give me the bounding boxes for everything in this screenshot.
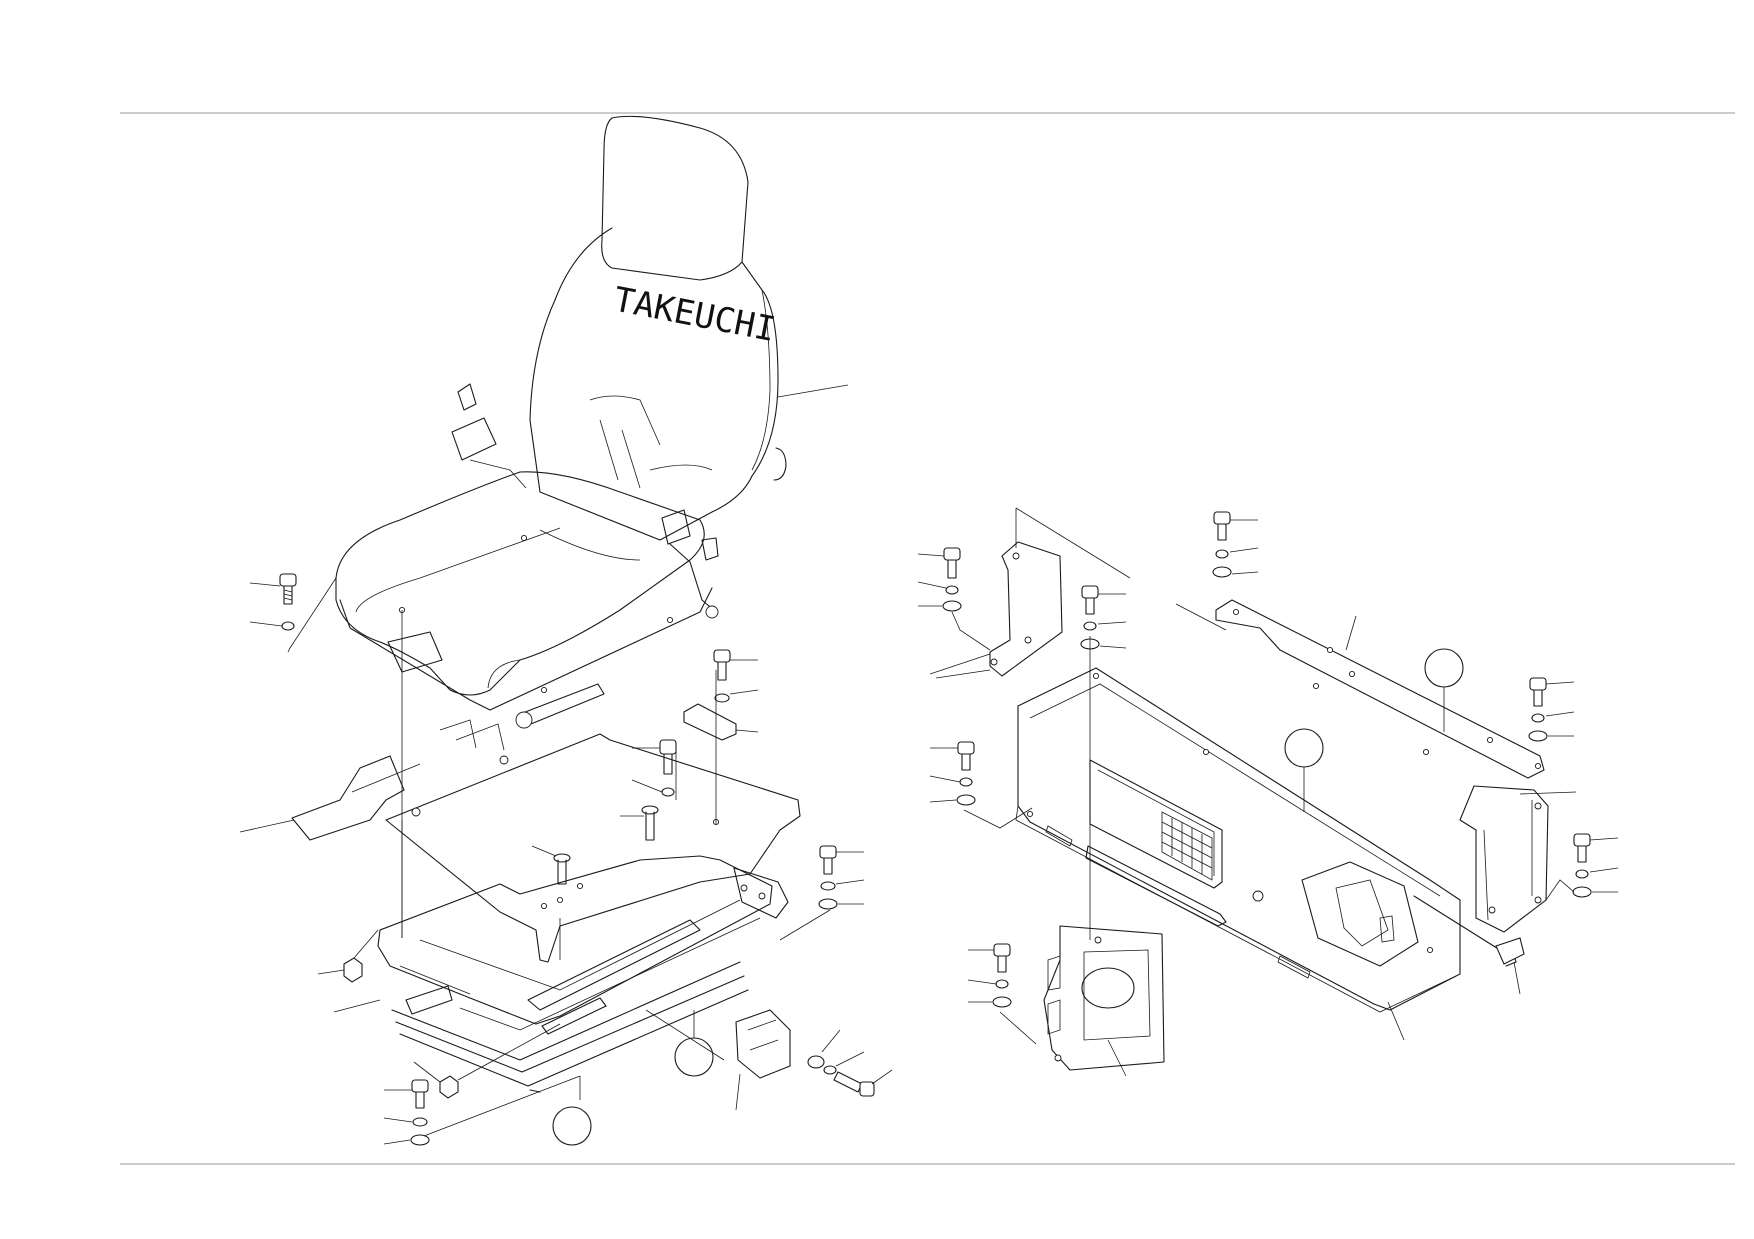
- bolt-icon: [411, 1079, 429, 1109]
- screw-icon: [553, 853, 571, 885]
- bolt-icon: [833, 1071, 875, 1097]
- washer-icon: [945, 585, 959, 595]
- stand-top-plate: [1215, 599, 1545, 779]
- backrest-side-bolster: [751, 289, 771, 471]
- cushion-base: [339, 587, 713, 711]
- seat-stand-box: [1017, 667, 1461, 1011]
- slide-rails: [405, 919, 701, 1035]
- washer-icon: [959, 777, 973, 787]
- bolt-icon: [1213, 511, 1231, 541]
- bolt-icon: [943, 547, 961, 579]
- washer-icon: [1528, 730, 1548, 742]
- box-round-hole: [1252, 890, 1264, 902]
- stand-left-bracket: [989, 541, 1063, 677]
- nut-icon: [439, 1075, 459, 1099]
- bolt-icon: [819, 845, 837, 875]
- screw-icon: [641, 805, 659, 841]
- seat-cushion: [335, 471, 705, 696]
- washer-icon: [1572, 886, 1592, 898]
- washer-icon: [820, 881, 836, 891]
- vent-panel-inner: [1097, 769, 1215, 876]
- seat-belt-buckle-left: [451, 383, 527, 489]
- box-bottom-flange: [1015, 805, 1457, 1013]
- bolt-icon: [957, 741, 975, 771]
- bolt-icon: [279, 573, 297, 605]
- operator-seat-assembly: TAKEUCHI: [239, 115, 893, 1146]
- washer-icon: [956, 794, 976, 806]
- washer-icon: [992, 996, 1012, 1008]
- nut-icon: [343, 957, 363, 983]
- stand-hardware: [917, 511, 1619, 1008]
- cushion-holes: [398, 534, 674, 694]
- washer-icon: [1531, 713, 1545, 723]
- washer-icon: [281, 621, 295, 631]
- suspension-frame: [377, 855, 773, 1025]
- clamp-plate: [683, 703, 737, 741]
- seat-stand-assembly: [917, 507, 1619, 1077]
- washer-icon: [807, 1055, 825, 1069]
- access-cover: [1301, 861, 1419, 967]
- sheet-frame: [120, 112, 1735, 1165]
- seat-side-bracket: [291, 755, 405, 841]
- box-holes: [1026, 672, 1434, 954]
- washer-icon: [714, 693, 730, 703]
- mounting-plate-holes: [411, 755, 720, 910]
- washer-icon: [942, 600, 962, 612]
- cushion-pocket: [387, 631, 443, 673]
- washer-icon: [1083, 621, 1097, 631]
- bolt-icon: [1081, 585, 1099, 615]
- wing-bolt-icon: [1413, 895, 1525, 967]
- suspension-rear-bracket: [733, 867, 789, 919]
- washer-icon: [818, 898, 838, 910]
- seat-mounting-plate: [385, 733, 801, 963]
- washer-icon: [410, 1134, 430, 1146]
- seat-slide-handle: [515, 683, 605, 729]
- seat-backrest: [529, 227, 779, 541]
- bolt-icon: [1573, 833, 1591, 863]
- stand-right-bracket: [1459, 785, 1549, 933]
- washer-icon: [823, 1065, 837, 1075]
- top-plate-holes: [1232, 608, 1542, 770]
- reference-balloons-stand: [1284, 648, 1464, 812]
- mounting-plate-flange: [439, 719, 505, 751]
- bolt-icon: [713, 649, 731, 681]
- suspension-rails: [399, 899, 761, 1031]
- seat-leader-lines: [239, 384, 849, 1137]
- cushion-seam: [355, 527, 641, 689]
- bolt-icon: [1529, 677, 1547, 707]
- washer-icon: [1080, 638, 1100, 650]
- washer-icon: [1215, 549, 1229, 559]
- seat-belt-buckle-right: [661, 509, 719, 619]
- bolt-icon: [993, 943, 1011, 973]
- bolt-icon: [659, 739, 677, 775]
- stand-lower-bracket: [1043, 925, 1165, 1071]
- washer-icon: [661, 787, 675, 797]
- box-slot: [1085, 845, 1227, 927]
- washer-icon: [412, 1117, 428, 1127]
- seat-hardware: [249, 573, 893, 1146]
- backrest-recline-knob: [773, 447, 787, 481]
- seat-brand-text: TAKEUCHI: [610, 280, 778, 351]
- box-top-edge: [1029, 683, 1441, 897]
- box-side-slot-left: [1045, 825, 1073, 847]
- seat-headrest: [601, 115, 749, 281]
- vent-grille: [1161, 811, 1213, 881]
- suspension-bellows: [391, 961, 749, 1093]
- box-side-slot-right: [1277, 955, 1311, 979]
- backrest-stitching: [589, 395, 713, 489]
- stand-leader-lines: [935, 603, 1577, 1077]
- reference-balloons-seat: [552, 1010, 714, 1146]
- washer-icon: [1212, 566, 1232, 578]
- washer-icon: [1575, 869, 1589, 879]
- front-mounting-bracket: [735, 1009, 791, 1079]
- washer-icon: [995, 979, 1009, 989]
